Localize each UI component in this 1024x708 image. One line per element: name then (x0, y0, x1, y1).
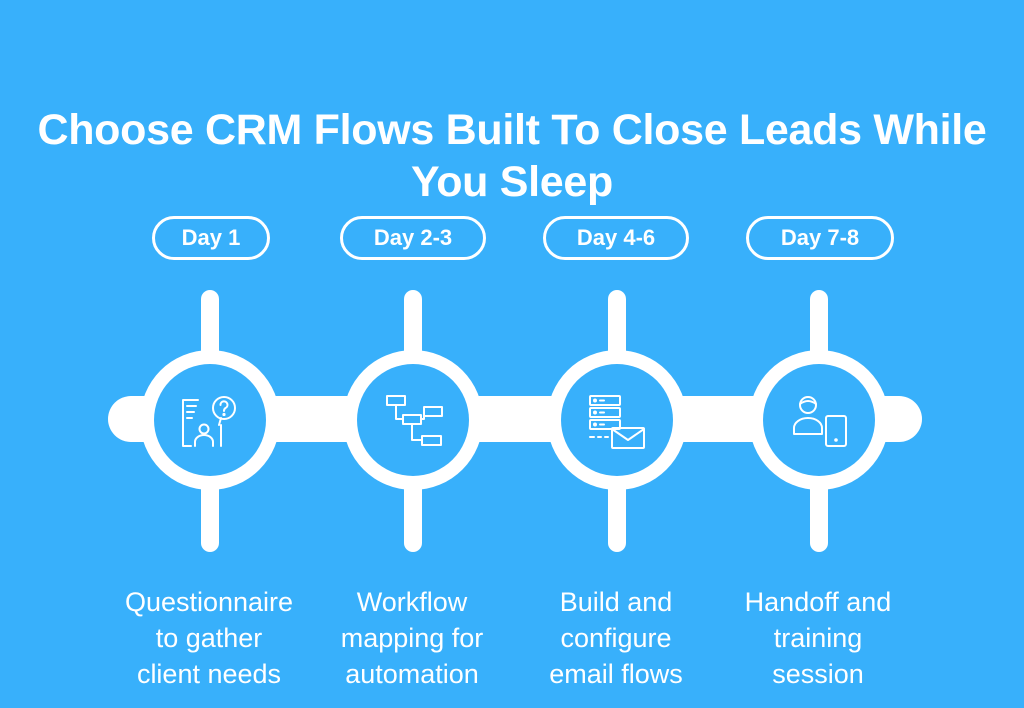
title-line-1: Choose CRM Flows Built To Close Leads Wh… (37, 106, 987, 154)
title-line-2: You Sleep (411, 158, 613, 206)
timeline-node-2 (343, 350, 483, 490)
step-1-description: Questionnaire to gather client needs (124, 587, 294, 689)
day-pill-4: Day 7-8 (746, 216, 894, 260)
timeline-node-4 (749, 350, 889, 490)
timeline-bar (108, 396, 922, 442)
page-title: Choose CRM Flows Built To Close Leads Wh… (0, 104, 1024, 208)
step-2-description: Workflow mapping for automation (340, 587, 484, 689)
step-3-description: Build and configure email flows (549, 587, 683, 689)
day-pill-1: Day 1 (152, 216, 270, 260)
timeline-node-1 (140, 350, 280, 490)
step-4-description: Handoff and training session (744, 587, 892, 689)
server-email-icon (589, 395, 645, 449)
day-pill-2: Day 2-3 (340, 216, 486, 260)
user-handoff-icon (793, 396, 847, 447)
workflow-icon (386, 395, 443, 446)
day-pill-3: Day 4-6 (543, 216, 689, 260)
questionnaire-icon (182, 396, 236, 447)
